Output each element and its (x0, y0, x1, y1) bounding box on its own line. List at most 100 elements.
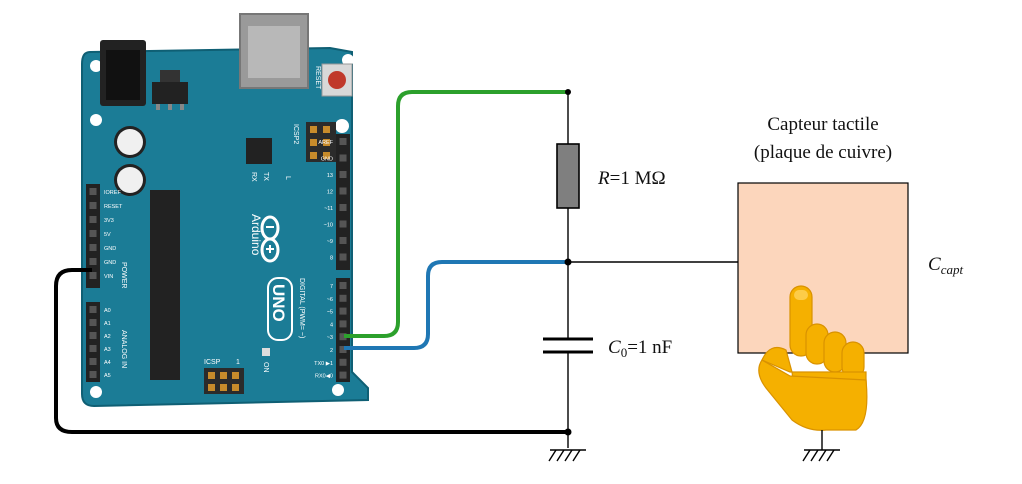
resistor-value: =1 MΩ (610, 168, 666, 189)
sensor-cap-symbol: C (928, 254, 941, 275)
mounting-hole (90, 60, 102, 72)
capacitor-value: =1 nF (627, 337, 672, 358)
reset-label: RESET (314, 66, 321, 90)
on-label: ON (262, 362, 269, 373)
header-pin (89, 188, 97, 195)
uno-label: UNO (269, 284, 288, 322)
pin-label: ~10 (324, 223, 333, 229)
regulator-pin (180, 104, 184, 110)
header-pin (339, 358, 347, 366)
pin-label: ~9 (327, 239, 333, 245)
header-pin (89, 258, 97, 265)
header-pin (89, 216, 97, 223)
capacitor-subscript: 0 (621, 345, 628, 360)
junction-dot (565, 89, 571, 95)
header-pin (339, 253, 347, 261)
arduino-board: RESET ICSP2 RX TX L (81, 13, 369, 408)
header-pin (339, 187, 347, 195)
header-pin (89, 371, 97, 378)
resistor-label: R=1 MΩ (597, 168, 666, 189)
header-pin (89, 306, 97, 313)
header-pin (339, 294, 347, 302)
pin-label: VIN (104, 274, 113, 280)
pin-label: ~5 (327, 310, 333, 316)
pin-label: GND (321, 157, 333, 163)
icsp-pin1-label: 1 (236, 359, 240, 366)
header-pin (89, 332, 97, 339)
ground-symbol (802, 449, 840, 462)
header-pin (339, 138, 347, 145)
on-led (262, 348, 270, 356)
arduino-brand: Arduino (249, 214, 263, 256)
sensor-title-line1: Capteur tactile (767, 114, 878, 135)
header-pin (339, 171, 347, 178)
pin-label: GND (104, 260, 116, 266)
resistor-symbol: R (597, 168, 610, 189)
analog-header (86, 302, 100, 382)
rx-label: RX (250, 172, 257, 182)
l-led-label: L (284, 176, 291, 180)
wire-black-gnd (54, 268, 568, 434)
uno-badge: UNO (267, 277, 293, 341)
sensor-title-line2: (plaque de cuivre) (754, 142, 892, 163)
mounting-hole (332, 384, 344, 396)
header-pin (339, 282, 347, 289)
header-pin (339, 154, 347, 162)
power-label: POWER (120, 262, 127, 288)
resistor (556, 143, 580, 209)
usb-connector-inner (248, 26, 300, 78)
voltage-regulator (152, 82, 188, 104)
regulator-pin (168, 104, 172, 110)
pin-label: 4 (330, 322, 333, 328)
pin-label: RX0◀0 (315, 374, 333, 380)
header-pin (89, 345, 97, 352)
icsp-header (204, 368, 244, 394)
electrolytic-capacitor (114, 126, 146, 158)
header-pin (89, 202, 97, 209)
pin-label: ~6 (327, 297, 333, 303)
header-pin (339, 237, 347, 244)
copper-plate (737, 182, 909, 354)
pin-label: 5V (104, 232, 111, 238)
junction-dot (564, 428, 572, 436)
header-pin (339, 320, 347, 328)
pin-label: AREF (318, 140, 333, 146)
icsp2-label: ICSP2 (292, 124, 299, 144)
header-pin (339, 204, 347, 211)
electrolytic-capacitor (114, 164, 146, 196)
header-pin (339, 371, 347, 379)
sensor-capacitance-label: Ccapt (928, 254, 963, 277)
pin-label: A3 (104, 347, 111, 353)
regulator-pin (156, 104, 160, 110)
digital-header-bottom (336, 278, 350, 382)
wire-blue (344, 260, 568, 350)
header-pin (339, 220, 347, 228)
touch-sensor: Capteur tactile (plaque de cuivre) Ccapt (737, 114, 963, 462)
pin-label: TX0 ▶1 (314, 361, 333, 367)
pin-label: ~11 (324, 206, 333, 212)
pointing-hand-icon (758, 285, 868, 431)
pin-label: RESET (104, 204, 123, 210)
pin-label: GND (104, 246, 116, 252)
pin-label: 12 (327, 190, 333, 196)
header-pin (89, 272, 97, 279)
pin-label: A0 (104, 308, 111, 314)
rc-circuit: R=1 MΩ C0=1 nF (543, 89, 738, 462)
analog-label: ANALOG IN (120, 330, 127, 368)
reset-button-cap[interactable] (328, 71, 346, 89)
header-pin (89, 358, 97, 365)
pin-label: A5 (104, 373, 111, 379)
capacitor-label: C0=1 nF (608, 337, 672, 360)
pin-label: 3V3 (104, 218, 114, 224)
tx-label: TX (262, 172, 269, 181)
wire-green (344, 90, 568, 338)
digital-header-top (336, 134, 350, 270)
arduino-logo (260, 215, 280, 263)
header-pin (339, 346, 347, 353)
mounting-hole (342, 54, 354, 66)
regulator-tab (160, 70, 180, 82)
